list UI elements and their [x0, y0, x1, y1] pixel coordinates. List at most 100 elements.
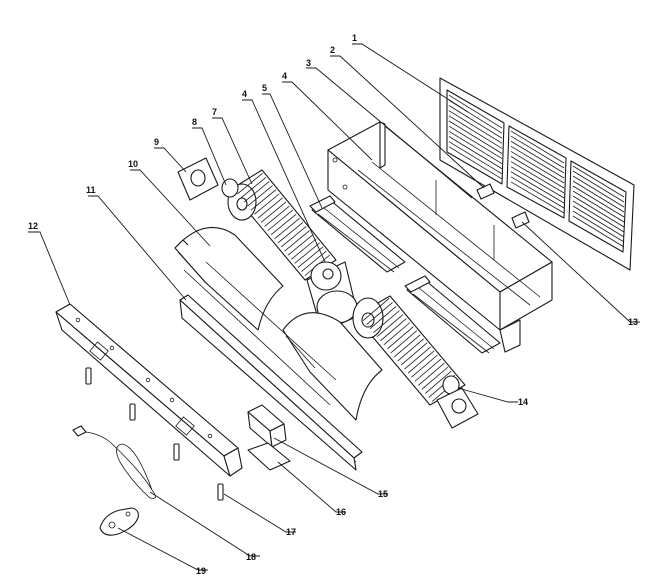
callout-11: 11	[86, 185, 96, 195]
fan-blade	[301, 250, 327, 272]
fan-blade	[284, 230, 310, 252]
grille-slat	[572, 195, 625, 228]
grille-slat	[448, 141, 503, 175]
grille-slat	[510, 176, 565, 209]
callout-numbers: 1 2 3 4 4 5 7 8 9 10 11 12 13 14 15 16 1…	[28, 33, 638, 576]
callout-17: 17	[286, 527, 296, 537]
callout-5: 5	[262, 83, 267, 93]
fan-blade	[287, 234, 314, 256]
grille-slat	[448, 115, 503, 149]
bearing-plate-lower	[436, 387, 479, 429]
outlet-strip	[179, 294, 363, 471]
fan-blade	[274, 217, 300, 240]
fan-blade	[294, 242, 320, 264]
bearing-plate-upper	[177, 157, 219, 201]
fan-blade	[380, 318, 407, 342]
grille-slat	[448, 94, 503, 129]
callout-4b: 4	[242, 89, 247, 99]
callout-19: 19	[196, 566, 206, 576]
front-grille	[439, 77, 635, 271]
heater-upper	[309, 195, 406, 273]
grille-slat	[572, 210, 625, 243]
callout-16: 16	[336, 507, 346, 517]
fan-blade	[260, 201, 287, 223]
grille-slat	[448, 130, 503, 165]
grille-slat	[572, 190, 625, 223]
grille-slat	[448, 110, 503, 144]
fan-blade	[247, 185, 273, 207]
grille-slat	[510, 156, 565, 189]
fan-blade	[362, 298, 390, 321]
fan-blade	[254, 193, 280, 215]
callout-9: 9	[154, 137, 159, 147]
fan-blade	[281, 226, 307, 248]
volute-upper	[174, 227, 284, 331]
callout-14: 14	[518, 397, 528, 407]
callout-3: 3	[306, 58, 311, 68]
grille-slat	[572, 205, 625, 238]
grille-slat	[448, 146, 503, 180]
fan-blade	[397, 338, 424, 362]
fan-blade	[250, 189, 277, 211]
fan-blade	[244, 181, 270, 203]
callout-8: 8	[192, 117, 197, 127]
grille-slat	[572, 185, 625, 218]
callout-4a: 4	[282, 71, 287, 81]
fan-blade	[373, 310, 400, 334]
grille-slat	[448, 136, 503, 170]
bracket-plate	[99, 507, 139, 536]
fan-blade	[425, 370, 452, 394]
fan-blade	[390, 330, 418, 354]
grille-slat	[510, 181, 565, 214]
fan-blade	[277, 222, 304, 244]
fan-blade	[237, 172, 263, 195]
grille-slat	[510, 166, 565, 199]
callout-2: 2	[330, 45, 335, 55]
fan-blade	[400, 342, 428, 366]
heater-lower	[404, 275, 501, 354]
mounting-brackets	[476, 183, 530, 229]
lower-cross-flow-fan	[352, 295, 466, 406]
grille-slat	[510, 161, 565, 194]
fan-blade	[291, 238, 317, 260]
fan-blade	[297, 246, 324, 268]
fan-blade	[264, 205, 290, 227]
motor	[306, 261, 359, 333]
fan-blade	[393, 334, 421, 358]
grille-slat	[572, 200, 625, 233]
fan-blade	[240, 177, 267, 199]
callout-13: 13	[628, 317, 638, 327]
volute-support	[183, 261, 337, 406]
callout-1: 1	[352, 33, 357, 43]
volute-lower	[282, 312, 383, 421]
grille-slat	[510, 140, 565, 174]
grille-slat	[448, 125, 503, 159]
fan-blade	[270, 213, 297, 236]
grille-slat	[510, 151, 565, 184]
grille-slat	[510, 130, 565, 164]
grille-slat	[510, 171, 565, 204]
fan-blade	[421, 366, 449, 390]
leader-lines	[28, 43, 640, 571]
bearing-upper	[221, 178, 239, 198]
callout-10: 10	[128, 159, 138, 169]
fan-blade	[411, 354, 438, 378]
fan-blade	[257, 197, 283, 219]
power-cord	[72, 425, 156, 499]
grille-slat	[448, 120, 503, 154]
grille-slat	[510, 145, 565, 179]
fan-blade	[383, 322, 411, 346]
fan-blade	[369, 306, 397, 329]
callout-15: 15	[378, 489, 388, 499]
fan-blade	[404, 346, 431, 370]
grille-slat	[572, 175, 625, 208]
fan-blade	[418, 362, 445, 386]
fan-blade	[387, 326, 414, 350]
fan-blade	[366, 302, 393, 325]
callout-18: 18	[246, 552, 256, 562]
fan-blade	[267, 209, 294, 231]
callout-12: 12	[28, 221, 38, 231]
fan-blade	[407, 350, 435, 374]
